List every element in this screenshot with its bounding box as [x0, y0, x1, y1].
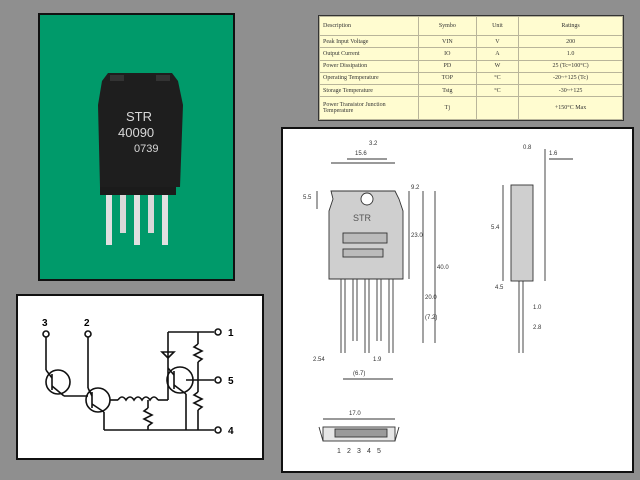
- pin-number: 2: [347, 448, 351, 455]
- cell-unit: °C: [475, 71, 520, 86]
- cell-unit: W: [475, 59, 520, 73]
- cell-rating: 1.0: [518, 47, 623, 61]
- marking-line2: 40090: [118, 125, 154, 140]
- cell-symbol: Tj: [418, 96, 477, 120]
- schematic-panel: 3 2 1 5 4: [16, 294, 264, 460]
- dim-label: (6.7): [353, 371, 365, 377]
- dim-label: 1.9: [373, 357, 382, 363]
- mechanical-drawing: STR 15.6 3.2 5.5 9.2 23.0 40.0 20.0 (7.2…: [303, 141, 573, 455]
- cell-unit: V: [475, 34, 520, 49]
- cell-symbol: IO: [418, 47, 477, 61]
- dim-label: 5.4: [491, 225, 500, 231]
- component-body: [98, 73, 183, 187]
- cell-symbol: Tstg: [418, 83, 477, 98]
- ratings-header-row: Description Symbo Unit Ratings: [319, 16, 623, 36]
- cell-description: Output Current: [319, 47, 419, 61]
- drawing-body-label: STR: [353, 213, 372, 223]
- dim-label: 40.0: [437, 265, 449, 271]
- cell-description: Storage Temperature: [319, 83, 419, 98]
- pin-number: 3: [357, 448, 361, 455]
- dim-label: 0.8: [523, 145, 532, 151]
- header-description: Description: [319, 16, 419, 36]
- dim-label: 15.6: [355, 151, 367, 157]
- dim-label: 23.0: [411, 233, 423, 239]
- cell-unit: °C: [475, 83, 520, 98]
- header-ratings: Ratings: [518, 16, 623, 36]
- pin-label-1: 1: [228, 328, 234, 339]
- header-unit: Unit: [475, 16, 520, 36]
- component-leads: [100, 183, 176, 245]
- dim-label: 2.54: [313, 357, 325, 363]
- ratings-table-panel: Description Symbo Unit Ratings Peak Inpu…: [318, 15, 624, 121]
- dim-label: 9.2: [411, 185, 420, 191]
- cell-symbol: VIN: [418, 34, 477, 49]
- marking-line1: STR: [126, 109, 152, 124]
- pin-label-3: 3: [42, 318, 48, 329]
- pin-number: 4: [367, 448, 371, 455]
- cell-symbol: TOP: [418, 71, 477, 86]
- component-photo: STR 40090 0739: [98, 73, 183, 245]
- dim-label: 17.0: [349, 411, 361, 417]
- header-symbol: Symbo: [418, 16, 477, 36]
- pin-label-4: 4: [228, 426, 234, 437]
- pin-label-5: 5: [228, 376, 234, 387]
- cell-unit: A: [475, 47, 520, 61]
- dim-label: 2.8: [533, 325, 542, 331]
- schematic-diagram: 3 2 1 5 4: [42, 318, 234, 437]
- cell-description: Power Dissipation: [319, 59, 419, 73]
- dim-label: 4.5: [495, 285, 504, 291]
- pin-number: 1: [337, 448, 341, 455]
- cell-description: Peak Input Voltage: [319, 34, 419, 49]
- cell-rating: 25 (Tc=100°C): [518, 59, 623, 73]
- cell-rating: 200: [518, 34, 623, 49]
- dim-label: 5.5: [303, 195, 312, 201]
- cell-rating: -30~+125: [518, 83, 623, 98]
- ratings-table: Description Symbo Unit Ratings Peak Inpu…: [319, 16, 623, 120]
- dim-label: 3.2: [369, 141, 378, 147]
- pin-number: 5: [377, 448, 381, 455]
- dim-label: 20.0: [425, 295, 437, 301]
- cell-unit: [475, 96, 520, 120]
- dim-label: 1.6: [549, 151, 558, 157]
- dim-label: 1.0: [533, 305, 542, 311]
- cell-symbol: PD: [418, 59, 477, 73]
- mechanical-drawing-panel: STR 15.6 3.2 5.5 9.2 23.0 40.0 20.0 (7.2…: [281, 127, 634, 473]
- cell-rating: -20~+125 (Tc): [518, 71, 623, 86]
- dim-label: (7.2): [425, 315, 437, 321]
- cell-rating: +150°C Max: [518, 96, 623, 120]
- pin-label-2: 2: [84, 318, 90, 329]
- cell-description: Power Transistor Junction Temperature: [319, 96, 419, 120]
- component-photo-panel: STR 40090 0739: [38, 13, 235, 281]
- cell-description: Operating Temperature: [319, 71, 419, 86]
- marking-line3: 0739: [134, 143, 158, 155]
